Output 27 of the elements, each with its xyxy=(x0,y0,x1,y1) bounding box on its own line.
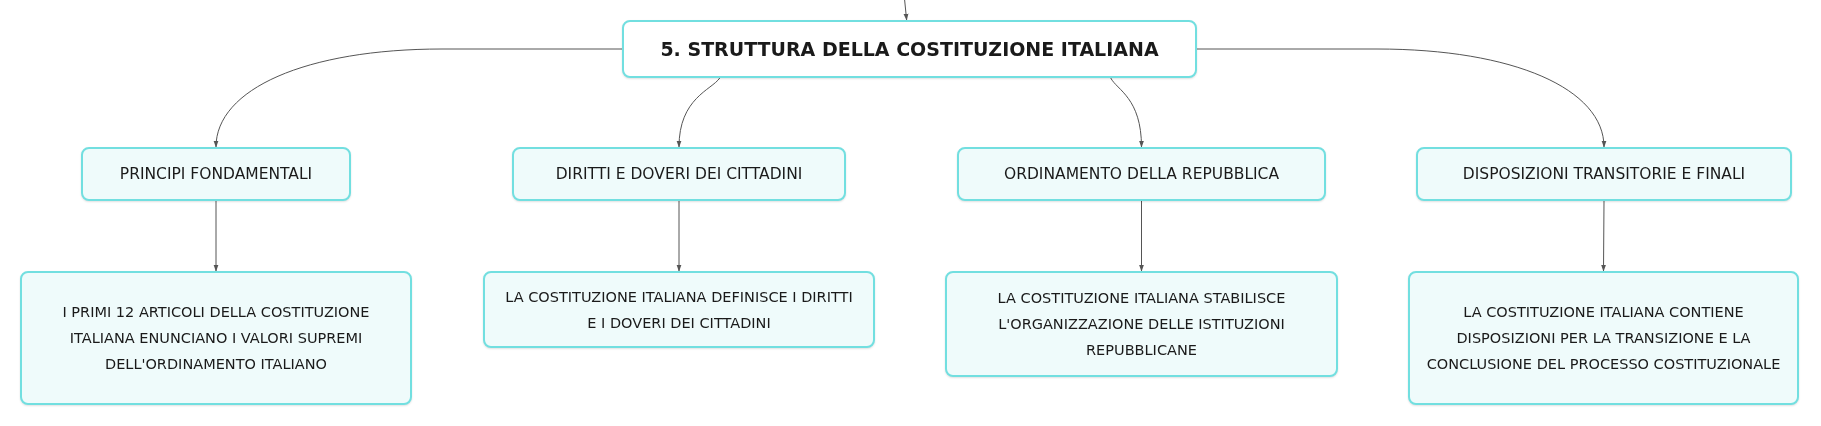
subtopic-label: DIRITTI E DOVERI DEI CITTADINI xyxy=(555,164,803,184)
description-box xyxy=(20,271,412,405)
connector-arrow xyxy=(1196,48,1606,148)
description-text: LA COSTITUZIONE ITALIANA CONTIENE DISPOSIZIONI PER LA TRANSIZIONE E LA CONCLUSIONE DEL PROCESSO COSTITUZIONALE xyxy=(1425,303,1782,374)
topic-title: 5. STRUTTURA DELLA COSTITUZIONE ITALIANA xyxy=(660,39,1159,59)
description-text: LA COSTITUZIONE ITALIANA STABILISCE L'ORGANIZZAZIONE DELLE ISTITUZIONI REPUBBLICANE xyxy=(996,289,1287,360)
subtopic-label: ORDINAMENTO DELLA REPUBBLICA xyxy=(1003,164,1280,184)
subtopic-box xyxy=(957,147,1326,201)
connector-arrow xyxy=(1110,77,1144,148)
topic-box xyxy=(622,20,1197,78)
connector-arrow xyxy=(214,48,623,148)
connector-arrow xyxy=(213,200,219,272)
connector-arrow xyxy=(1601,200,1606,272)
subtopic-label: DISPOSIZIONI TRANSITORIE E FINALI xyxy=(1462,164,1746,184)
description-text: LA COSTITUZIONE ITALIANA DEFINISCE I DIRITTI E I DOVERI DEI CITTADINI xyxy=(504,287,854,333)
description-box xyxy=(1408,271,1799,405)
subtopic-label: PRINCIPI FONDAMENTALI xyxy=(119,164,313,184)
description-text: I PRIMI 12 ARTICOLI DELLA COSTITUZIONE ITALIANA ENUNCIANO I VALORI SUPREMI DELL'ORDINAMENTO ITALIANO xyxy=(61,303,371,374)
subtopic-box xyxy=(81,147,351,201)
subtopic-box xyxy=(1416,147,1792,201)
connector-arrow xyxy=(1139,200,1144,272)
description-box xyxy=(483,271,875,348)
subtopic-box xyxy=(512,147,846,201)
description-box xyxy=(945,271,1338,377)
connector-arrow xyxy=(903,0,909,21)
connector-arrow xyxy=(676,77,721,148)
connector-arrow xyxy=(676,200,682,272)
